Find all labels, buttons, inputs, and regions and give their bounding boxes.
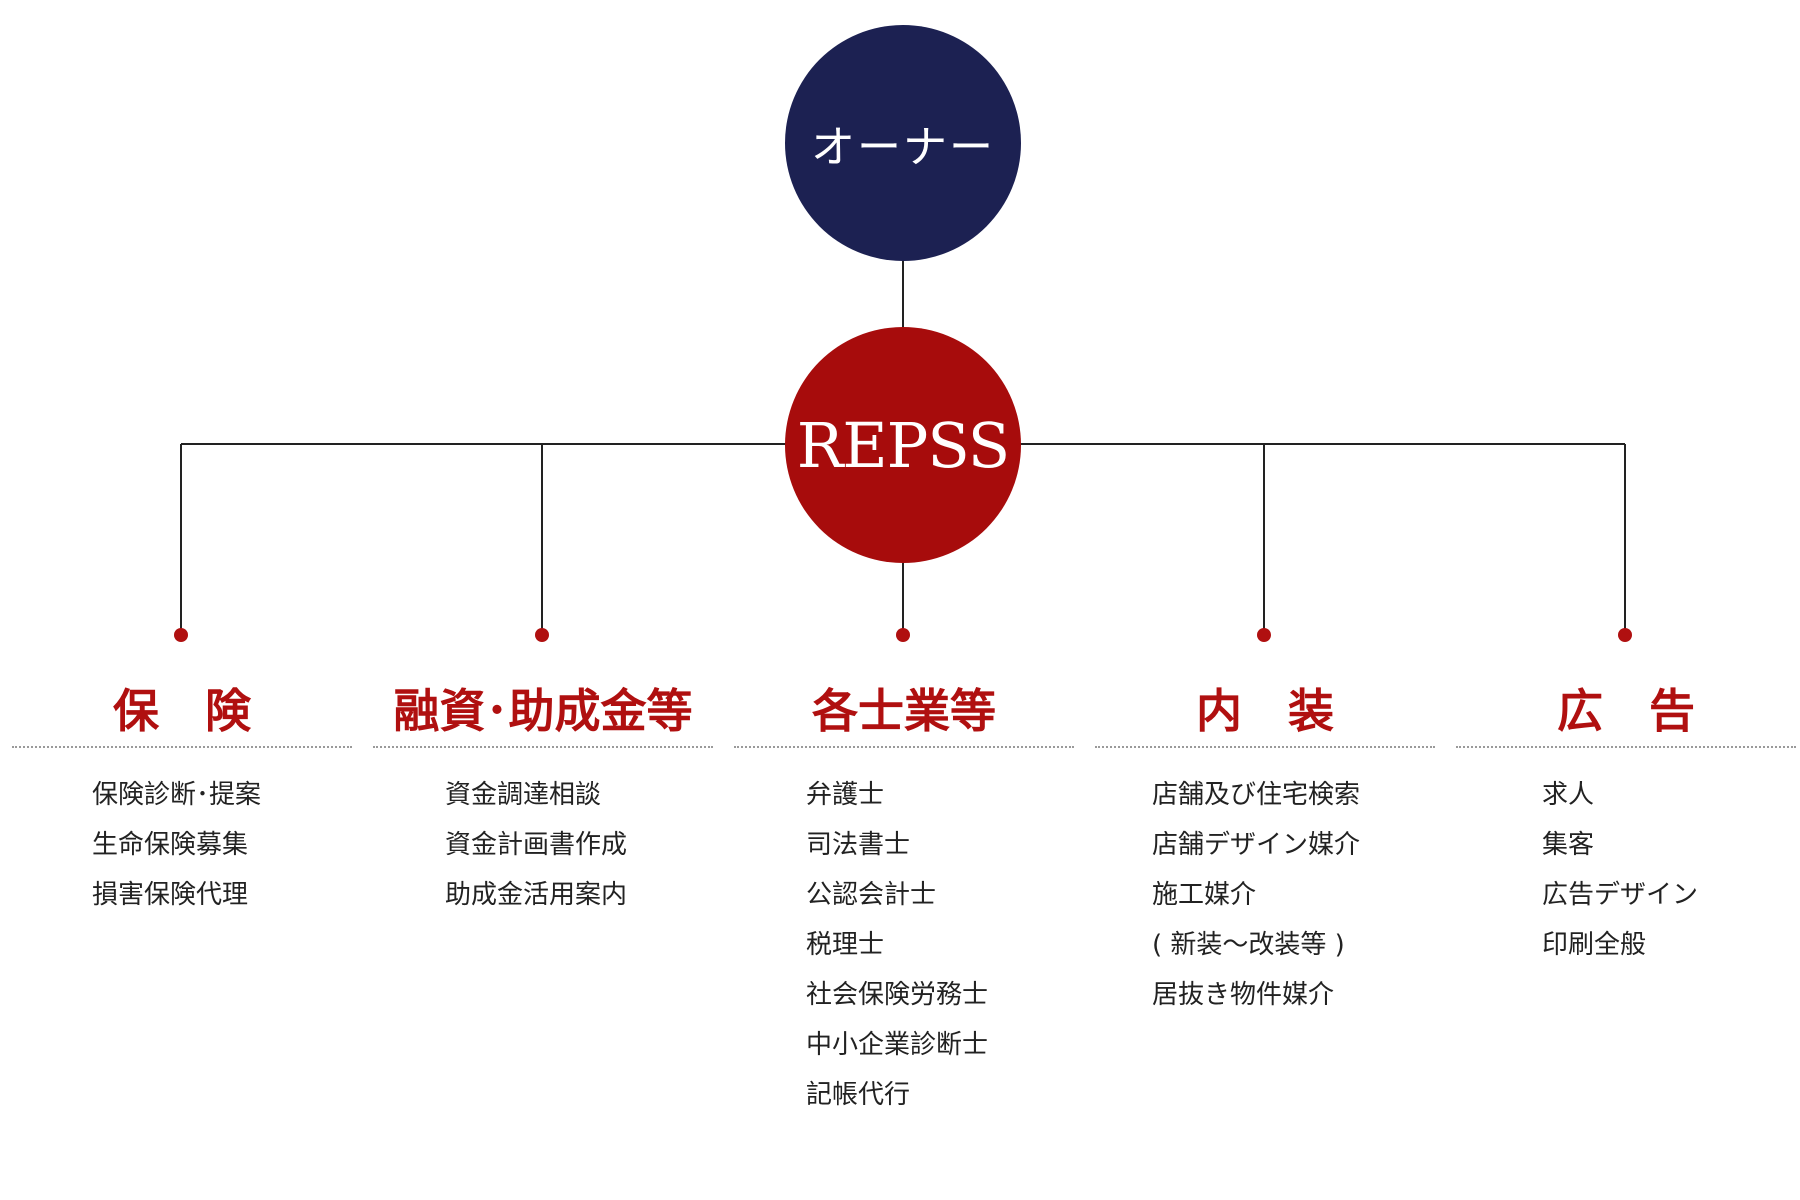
category-item: ( 新装～改装等 ) (1152, 930, 1345, 960)
category-item: 司法書士 (806, 830, 911, 860)
category-item: 資金計画書作成 (445, 830, 628, 860)
category-title-interior: 内 装 (1196, 684, 1334, 738)
category-item: 弁護士 (806, 780, 885, 810)
category-item: 中小企業診断士 (806, 1030, 989, 1060)
branch-dot-financing (535, 628, 549, 642)
branch-dot-insurance (174, 628, 188, 642)
category-item: 保険診断･提案 (92, 780, 262, 810)
repss-node: REPSS (785, 327, 1021, 563)
category-title-professionals: 各士業等 (812, 684, 996, 738)
category-insurance: 保 険 保険診断･提案 生命保険募集 損害保険代理 (12, 670, 352, 920)
repss-label: REPSS (796, 408, 1011, 482)
category-divider (12, 746, 352, 748)
branch-dot-professionals (896, 628, 910, 642)
category-item: 居抜き物件媒介 (1152, 980, 1335, 1010)
category-interior: 内 装 店舗及び住宅検索 店舗デザイン媒介 施工媒介 ( 新装～改装等 ) 居抜… (1095, 670, 1435, 1020)
category-financing: 融資･助成金等 資金調達相談 資金計画書作成 助成金活用案内 (373, 670, 713, 920)
category-item-list: 求人 集客 広告デザイン 印刷全般 (1456, 770, 1796, 970)
owner-label: オーナー (811, 122, 995, 173)
branch-dot-advertising (1618, 628, 1632, 642)
category-divider (1456, 746, 1796, 748)
category-title-insurance: 保 険 (113, 684, 251, 738)
branch-dot-interior (1257, 628, 1271, 642)
category-advertising: 広 告 求人 集客 広告デザイン 印刷全般 (1456, 670, 1796, 970)
category-item: 税理士 (806, 930, 885, 960)
category-title-advertising: 広 告 (1557, 684, 1695, 738)
category-item: 求人 (1542, 780, 1595, 810)
category-professionals: 各士業等 弁護士 司法書士 公認会計士 税理士 社会保険労務士 中小企業診断士 … (734, 670, 1074, 1120)
category-title-financing: 融資･助成金等 (393, 684, 693, 738)
category-item: 集客 (1542, 830, 1595, 860)
category-item-list: 資金調達相談 資金計画書作成 助成金活用案内 (373, 770, 713, 920)
category-divider (373, 746, 713, 748)
category-item: 公認会計士 (806, 880, 937, 910)
category-item-list: 店舗及び住宅検索 店舗デザイン媒介 施工媒介 ( 新装～改装等 ) 居抜き物件媒… (1095, 770, 1435, 1020)
category-item: 助成金活用案内 (445, 880, 628, 910)
category-item: 資金調達相談 (445, 780, 602, 810)
category-item: 損害保険代理 (92, 880, 249, 910)
category-divider (734, 746, 1074, 748)
category-item: 店舗及び住宅検索 (1152, 780, 1361, 810)
category-item: 記帳代行 (806, 1080, 911, 1110)
category-item: 生命保険募集 (92, 830, 249, 860)
category-item: 施工媒介 (1152, 880, 1257, 910)
category-item: 社会保険労務士 (806, 980, 989, 1010)
category-item: 店舗デザイン媒介 (1152, 830, 1361, 860)
category-divider (1095, 746, 1435, 748)
category-item-list: 保険診断･提案 生命保険募集 損害保険代理 (12, 770, 352, 920)
category-item: 広告デザイン (1542, 880, 1699, 910)
category-item-list: 弁護士 司法書士 公認会計士 税理士 社会保険労務士 中小企業診断士 記帳代行 (734, 770, 1074, 1120)
category-item: 印刷全般 (1542, 930, 1647, 960)
owner-node: オーナー (785, 25, 1021, 261)
